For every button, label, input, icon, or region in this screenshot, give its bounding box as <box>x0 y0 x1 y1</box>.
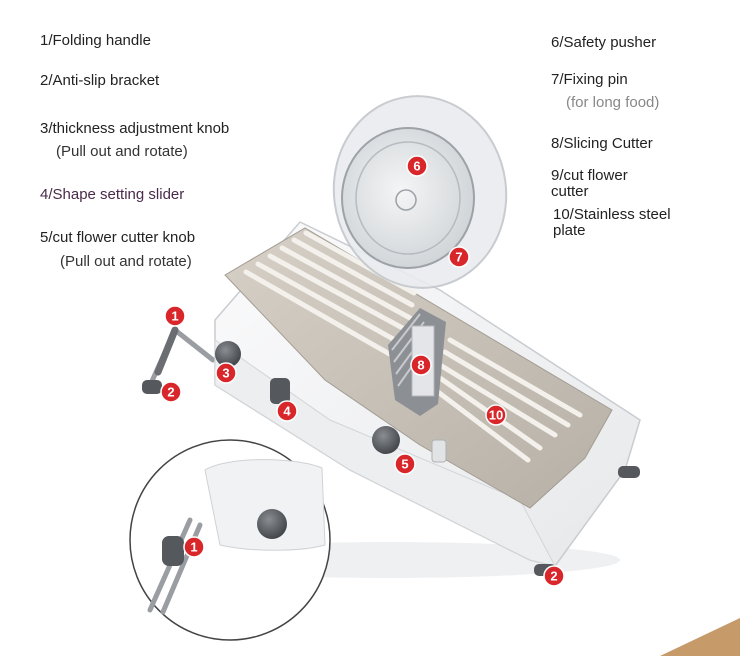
marker-label: 10 <box>489 408 503 423</box>
label-stainless-plate-2: plate <box>553 222 586 239</box>
marker-m10: 10 <box>485 404 507 426</box>
thickness-adjustment-knob <box>215 341 241 367</box>
label-flower-cutter-knob: 5/cut flower cutter knob <box>40 229 196 246</box>
label-cut-flower-cutter-2: cutter <box>551 183 589 200</box>
wood-surface <box>660 618 740 656</box>
marker-label: 1 <box>171 309 178 324</box>
label-stainless-plate-1: 10/Stainless steel <box>553 206 671 223</box>
safety-pusher <box>332 95 508 289</box>
marker-label: 7 <box>455 250 462 265</box>
label-fixing-pin-note: (for long food) <box>566 94 660 111</box>
label-anti-slip-bracket: 2/Anti-slip bracket <box>40 72 160 89</box>
marker-label: 3 <box>222 366 229 381</box>
label-slicing-cutter: 8/Slicing Cutter <box>551 135 653 152</box>
label-safety-pusher: 6/Safety pusher <box>551 34 657 51</box>
label-flower-cutter-knob-note: (Pull out and rotate) <box>60 253 192 270</box>
cut-flower-cutter-knob <box>372 426 400 454</box>
marker-label: 6 <box>413 159 420 174</box>
marker-label: 4 <box>283 404 291 419</box>
label-folding-handle: 1/Folding handle <box>40 32 151 49</box>
shape-setting-slider <box>270 378 290 404</box>
fixing-pin <box>431 439 447 463</box>
marker-m6: 6 <box>406 155 428 177</box>
marker-m5: 5 <box>394 453 416 475</box>
label-shape-slider: 4/Shape setting slider <box>40 186 185 203</box>
marker-label: 5 <box>401 457 408 472</box>
marker-m2b: 2 <box>543 565 565 587</box>
label-thickness-knob: 3/thickness adjustment knob <box>40 120 230 137</box>
marker-m7: 7 <box>448 246 470 268</box>
marker-m1: 1 <box>164 305 186 327</box>
marker-m4: 4 <box>276 400 298 422</box>
marker-m1b: 1 <box>183 536 205 558</box>
marker-m3: 3 <box>215 362 237 384</box>
marker-label: 8 <box>417 358 424 373</box>
marker-label: 1 <box>190 540 197 555</box>
anti-slip-foot-left <box>142 380 162 394</box>
label-thickness-knob-note: (Pull out and rotate) <box>56 143 188 160</box>
marker-m2: 2 <box>160 381 182 403</box>
marker-label: 2 <box>550 569 557 584</box>
zoom-inset <box>129 439 331 641</box>
marker-m8: 8 <box>410 354 432 376</box>
label-fixing-pin: 7/Fixing pin <box>551 71 628 88</box>
marker-label: 2 <box>167 385 174 400</box>
anti-slip-foot-right-top <box>618 466 640 478</box>
label-cut-flower-cutter-1: 9/cut flower <box>551 167 628 184</box>
